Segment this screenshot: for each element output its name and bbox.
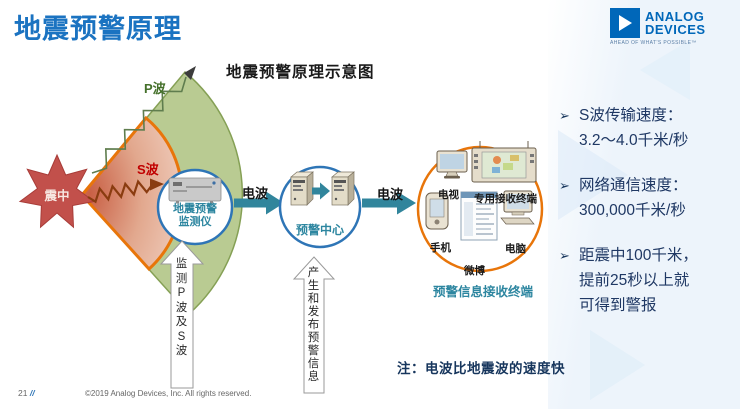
- center-arrow-text: 产生和发布预警信息: [307, 267, 320, 383]
- p-wave-label: P波: [144, 81, 166, 96]
- s-wave-arrowhead: [150, 178, 164, 191]
- radio-wave-label-1: 电波: [242, 186, 269, 201]
- warning-center-label: 预警中心: [295, 223, 344, 237]
- logo-brand-text: ANALOG DEVICES: [645, 10, 706, 36]
- bullet-text-warning-time: 距震中100千米， 提前25秒以上就 可得到警报: [579, 247, 698, 314]
- arrow-bullet-icon: ➢: [559, 248, 570, 263]
- server-link-arrow-icon: [312, 182, 330, 200]
- bullet-text-network-speed: 网络通信速度： 300,000千米/秒: [579, 177, 688, 219]
- terminals-caption: 预警信息接收终端: [432, 285, 533, 299]
- p-wave-arrowhead: [184, 66, 196, 80]
- list-item: ➢ S波传输速度： 3.2～4.0千米/秒: [559, 103, 737, 153]
- desktop-computer-icon: [500, 190, 535, 225]
- logo-line2: DEVICES: [645, 22, 706, 37]
- background-triangle-decor: [558, 130, 628, 220]
- center-up-arrow: [292, 256, 336, 394]
- page-number: 21 //: [18, 388, 35, 398]
- key-points-list: ➢ S波传输速度： 3.2～4.0千米/秒 ➢ 网络通信速度： 300,000千…: [559, 103, 737, 338]
- radio-arrow-1: [234, 191, 284, 215]
- analog-devices-logo: ANALOG DEVICES AHEAD OF WHAT'S POSSIBLE™: [610, 8, 730, 46]
- dedicated-terminal-icon: [471, 141, 537, 183]
- s-wave-label: S波: [137, 162, 159, 177]
- note-text: 注：电波比地震波的速度快: [397, 361, 565, 376]
- computer-label: 电脑: [505, 243, 526, 255]
- epicenter-star: [18, 153, 96, 229]
- monitor-up-arrow: [159, 240, 205, 389]
- monitor-arrow-text: 监测P波及S波: [175, 258, 188, 357]
- radio-wave-label-2: 电波: [377, 187, 404, 202]
- epicenter-label: 震中: [44, 189, 70, 203]
- page-number-slash: //: [29, 388, 35, 398]
- tv-label: 电视: [438, 189, 459, 201]
- p-wave-zigzag: [91, 76, 187, 174]
- radio-arrow-2: [362, 191, 416, 215]
- phone-label: 手机: [430, 242, 451, 254]
- server-icon: [331, 171, 355, 206]
- list-item: ➢ 距震中100千米， 提前25秒以上就 可得到警报: [559, 243, 737, 318]
- logo-tagline: AHEAD OF WHAT'S POSSIBLE™: [610, 40, 697, 46]
- bullet-text-swave-speed: S波传输速度： 3.2～4.0千米/秒: [579, 107, 689, 149]
- weibo-label: 微博: [464, 265, 485, 277]
- weibo-page-icon: [460, 191, 498, 241]
- seismic-monitor-device-icon: [168, 177, 222, 204]
- earthquake-warning-diagram: [18, 66, 544, 394]
- copyright-text: ©2019 Analog Devices, Inc. All rights re…: [85, 389, 252, 398]
- background-triangle-decor: [590, 330, 645, 400]
- list-item: ➢ 网络通信速度： 300,000千米/秒: [559, 173, 737, 223]
- s-wave-zigzag: [87, 179, 153, 204]
- page-number-value: 21: [18, 388, 28, 398]
- arrow-bullet-icon: ➢: [559, 178, 570, 193]
- diagram-title: 地震预警原理示意图: [226, 64, 375, 81]
- background-triangle-decor: [640, 40, 690, 100]
- arrow-bullet-icon: ➢: [559, 108, 570, 123]
- adi-triangle-logo-icon: [610, 8, 640, 38]
- mobile-phone-icon: [425, 192, 449, 230]
- server-icon: [290, 171, 314, 206]
- logo-line1: ANALOG: [645, 9, 705, 24]
- page-title: 地震预警原理: [14, 14, 182, 44]
- monitor-label: 地震预警 监测仪: [173, 203, 217, 228]
- tv-icon: [436, 150, 468, 179]
- dedicated-terminal-label: 专用接收终端: [474, 193, 537, 205]
